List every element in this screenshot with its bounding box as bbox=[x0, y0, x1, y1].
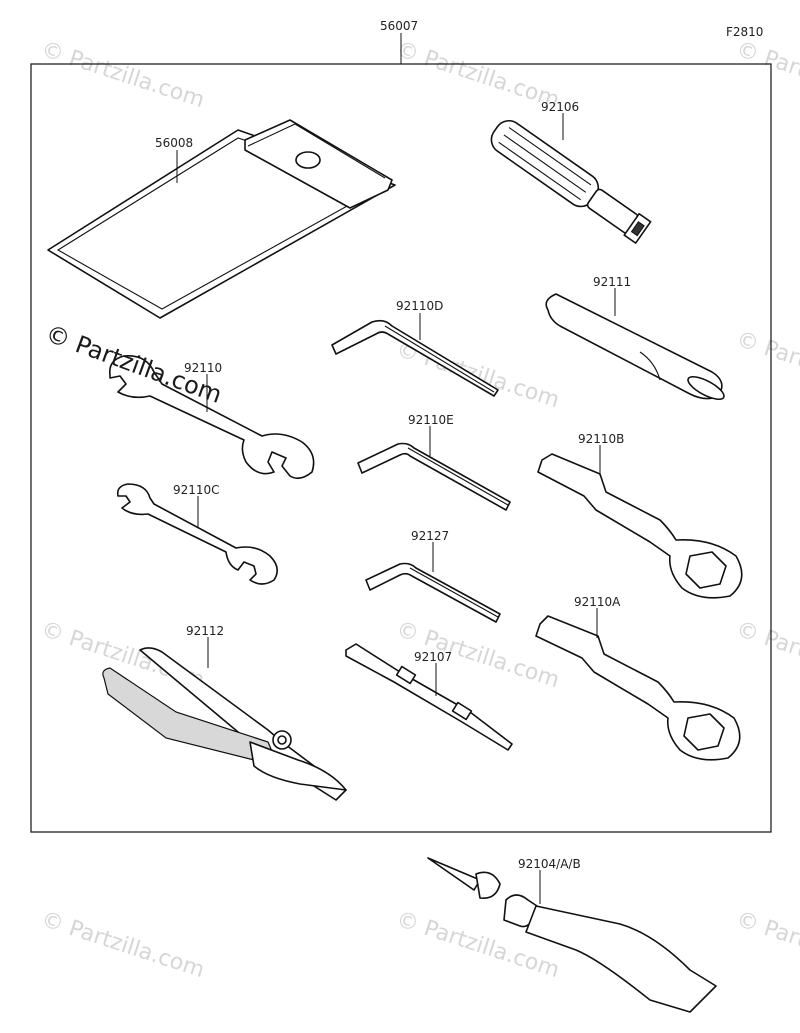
part-label-92110E: 92110E bbox=[408, 413, 454, 427]
watermark-faint: © Partzilla.com bbox=[38, 907, 207, 983]
part-label-92104-A-B: 92104/A/B bbox=[518, 857, 581, 871]
hex-key-92110D bbox=[331, 313, 499, 397]
extension-tube bbox=[545, 288, 725, 401]
box-wrench-92110B bbox=[537, 445, 743, 599]
part-label-92107: 92107 bbox=[414, 650, 452, 664]
screwdriver-handle bbox=[490, 119, 652, 244]
grease-tube bbox=[427, 857, 717, 1013]
part-label-92110B: 92110B bbox=[578, 432, 624, 446]
part-label-56007: 56007 bbox=[380, 19, 418, 33]
tool-pouch bbox=[47, 119, 396, 319]
watermark-faint: © Partzilla.com bbox=[38, 37, 207, 113]
part-label-56008: 56008 bbox=[155, 136, 193, 150]
part-label-92127: 92127 bbox=[411, 529, 449, 543]
hex-key-92127 bbox=[365, 542, 501, 623]
open-end-wrench-92110C bbox=[116, 483, 278, 585]
figure-code: F2810 bbox=[726, 25, 763, 39]
screwdriver-bit bbox=[345, 643, 513, 751]
hex-key-92110E bbox=[357, 426, 511, 511]
watermark-faint: © Partzilla.com bbox=[733, 37, 800, 113]
watermark-faint: © Partzilla.com bbox=[393, 37, 562, 113]
part-label-92111: 92111 bbox=[593, 275, 631, 289]
part-label-92112: 92112 bbox=[186, 624, 224, 638]
part-label-92110: 92110 bbox=[184, 361, 222, 375]
part-label-92110D: 92110D bbox=[396, 299, 443, 313]
open-end-wrench-92110 bbox=[108, 355, 315, 480]
watermark-faint: © Partzilla.com bbox=[733, 907, 800, 983]
watermark-faint: © Partzilla.com bbox=[733, 617, 800, 693]
part-label-92106: 92106 bbox=[541, 100, 579, 114]
box-wrench-92110A bbox=[535, 608, 741, 761]
watermark-faint: © Partzilla.com bbox=[733, 327, 800, 403]
pliers bbox=[102, 637, 347, 801]
part-label-92110C: 92110C bbox=[173, 483, 220, 497]
part-label-92110A: 92110A bbox=[574, 595, 621, 609]
